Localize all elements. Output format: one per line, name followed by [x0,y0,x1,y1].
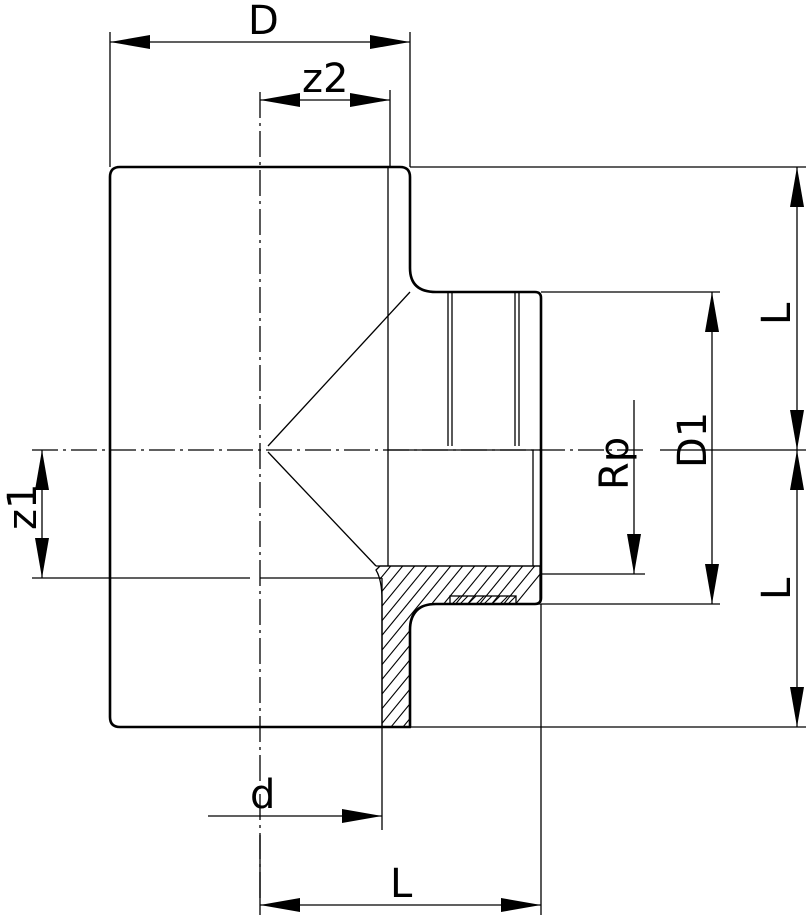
dimension-L-bottom: L [260,861,541,912]
section-hatch [375,565,541,728]
dimension-z1: z1 [0,450,49,578]
extension-lines [32,32,806,915]
label-d: d [250,772,275,818]
label-z2: z2 [302,56,348,102]
dimension-D: D [110,0,410,49]
label-z1: z1 [0,484,46,530]
center-lines [32,92,645,900]
dimension-d: d [208,772,382,823]
label-L-bottom: L [390,861,413,907]
label-D1: D1 [670,412,716,468]
dimension-L-right: L L [754,167,804,727]
dimension-Rp: Rp [592,400,641,574]
label-Rp: Rp [592,437,638,490]
dimension-D1: D1 [670,292,719,604]
thread-insert-rect [449,595,517,605]
label-L-right-lower: L [754,577,800,600]
dimension-z2: z2 [260,56,390,107]
label-L-right-upper: L [754,302,800,325]
label-D: D [248,0,279,44]
tee-body-outline [108,165,543,729]
